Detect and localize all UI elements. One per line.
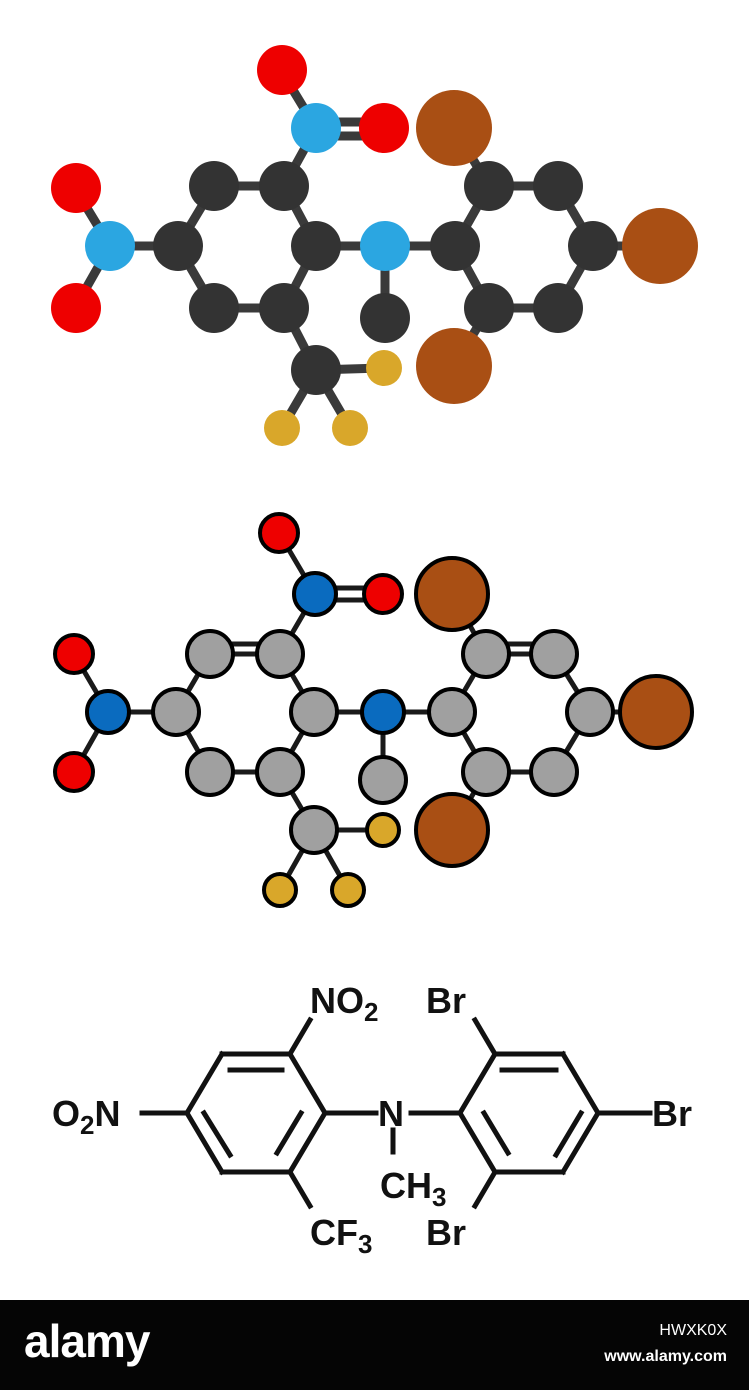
carbon-atom — [185, 629, 235, 679]
carbon-atom — [430, 221, 480, 271]
carbon-atom — [189, 161, 239, 211]
label-br-bottom: Br — [426, 1212, 466, 1253]
label-cf3: CF3 — [310, 1212, 372, 1259]
carbon-atom — [461, 629, 511, 679]
carbon-atom — [461, 747, 511, 797]
nitrogen-atom — [360, 221, 410, 271]
bromine-atom — [618, 674, 694, 750]
fluorine-atom — [365, 812, 401, 848]
ball-stick-model-outlined — [53, 512, 694, 908]
carbon-atom — [529, 629, 579, 679]
bromine-atom — [414, 792, 490, 868]
carbon-atom — [565, 687, 615, 737]
atoms — [51, 45, 698, 446]
label-br-top: Br — [426, 980, 466, 1021]
carbon-atom — [529, 747, 579, 797]
ball-stick-model-flat — [51, 45, 698, 446]
carbon-atom — [259, 161, 309, 211]
bromine-atom — [416, 90, 492, 166]
carbon-atom — [464, 283, 514, 333]
bromine-atom — [414, 556, 490, 632]
oxygen-atom — [51, 163, 101, 213]
label-ch3: CH3 — [380, 1165, 446, 1212]
skeletal-formula: NO2 O2N N CH3 CF3 Br Br Br — [52, 980, 692, 1259]
skeletal-labels: NO2 O2N N CH3 CF3 Br Br Br — [52, 980, 692, 1259]
bromine-atom — [622, 208, 698, 284]
watermark-footer: alamy HWXK0X www.alamy.com — [0, 1300, 749, 1390]
carbon-atom — [189, 283, 239, 333]
nitrogen-atom — [360, 689, 406, 735]
carbon-atom — [360, 293, 410, 343]
bromine-atom — [416, 328, 492, 404]
skeletal-bonds — [139, 1016, 653, 1210]
atoms — [53, 512, 694, 908]
carbon-atom — [255, 629, 305, 679]
nitrogen-atom — [292, 571, 338, 617]
oxygen-atom — [257, 45, 307, 95]
carbon-atom — [255, 747, 305, 797]
carbon-atom — [568, 221, 618, 271]
fluorine-atom — [264, 410, 300, 446]
label-o2n-left: O2N — [52, 1093, 120, 1140]
carbon-atom — [358, 755, 408, 805]
carbon-atom — [153, 221, 203, 271]
carbon-atom — [427, 687, 477, 737]
oxygen-atom — [51, 283, 101, 333]
label-br-right: Br — [652, 1093, 692, 1134]
oxygen-atom — [362, 573, 404, 615]
oxygen-atom — [359, 103, 409, 153]
oxygen-atom — [53, 633, 95, 675]
nitrogen-atom — [85, 221, 135, 271]
fluorine-atom — [332, 410, 368, 446]
carbon-atom — [464, 161, 514, 211]
carbon-atom — [291, 221, 341, 271]
image-id: HWXK0X — [659, 1322, 727, 1339]
nitrogen-atom — [85, 689, 131, 735]
carbon-atom — [185, 747, 235, 797]
label-n-center: N — [378, 1093, 404, 1134]
fluorine-atom — [366, 350, 402, 386]
fluorine-atom — [330, 872, 366, 908]
site-url: www.alamy.com — [604, 1348, 727, 1365]
nitrogen-atom — [291, 103, 341, 153]
carbon-atom — [259, 283, 309, 333]
carbon-atom — [289, 687, 339, 737]
brand-logo: alamy — [24, 1315, 150, 1367]
carbon-atom — [289, 805, 339, 855]
label-no2-top: NO2 — [310, 980, 378, 1027]
oxygen-atom — [258, 512, 300, 554]
carbon-atom — [151, 687, 201, 737]
fluorine-atom — [262, 872, 298, 908]
molecule-svg: NO2 O2N N CH3 CF3 Br Br Br — [51, 45, 698, 1259]
oxygen-atom — [53, 751, 95, 793]
carbon-atom — [291, 345, 341, 395]
carbon-atom — [533, 283, 583, 333]
carbon-atom — [533, 161, 583, 211]
